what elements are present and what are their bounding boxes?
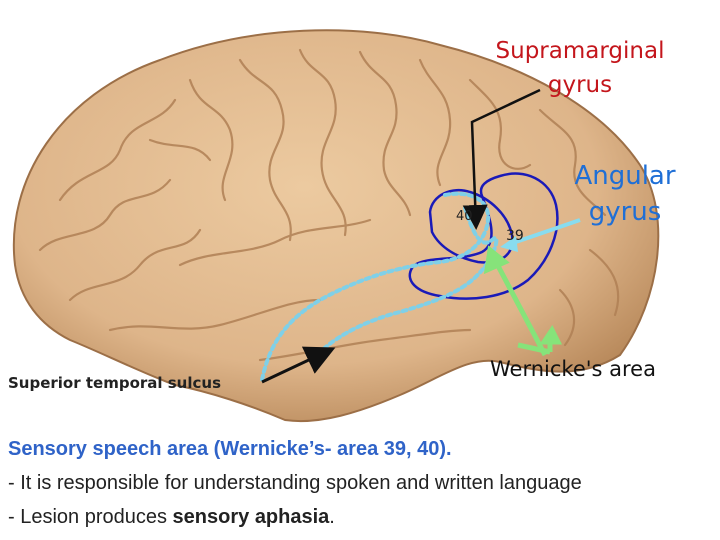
caption-lesion-suffix: . [329, 506, 335, 528]
caption-line-lesion: - Lesion produces sensory aphasia. [8, 500, 714, 534]
superior-temporal-sulcus-label: Superior temporal sulcus [8, 374, 221, 392]
supramarginal-gyrus-label: Supramarginal gyrus [470, 34, 690, 102]
area-39-label: 39 [506, 228, 524, 244]
angular-gyrus-label: Angular gyrus [560, 158, 690, 230]
caption-heading: Sensory speech area (Wernicke’s- area 39… [8, 432, 714, 466]
caption-lesion-prefix: - Lesion produces [8, 506, 173, 528]
area-40-label: 40 [456, 209, 473, 224]
caption: Sensory speech area (Wernicke’s- area 39… [8, 432, 714, 534]
wernicke-area-label: Wernicke's area [490, 357, 656, 381]
caption-line-understanding: - It is responsible for understanding sp… [8, 466, 714, 500]
caption-lesion-term: sensory aphasia [173, 506, 330, 528]
